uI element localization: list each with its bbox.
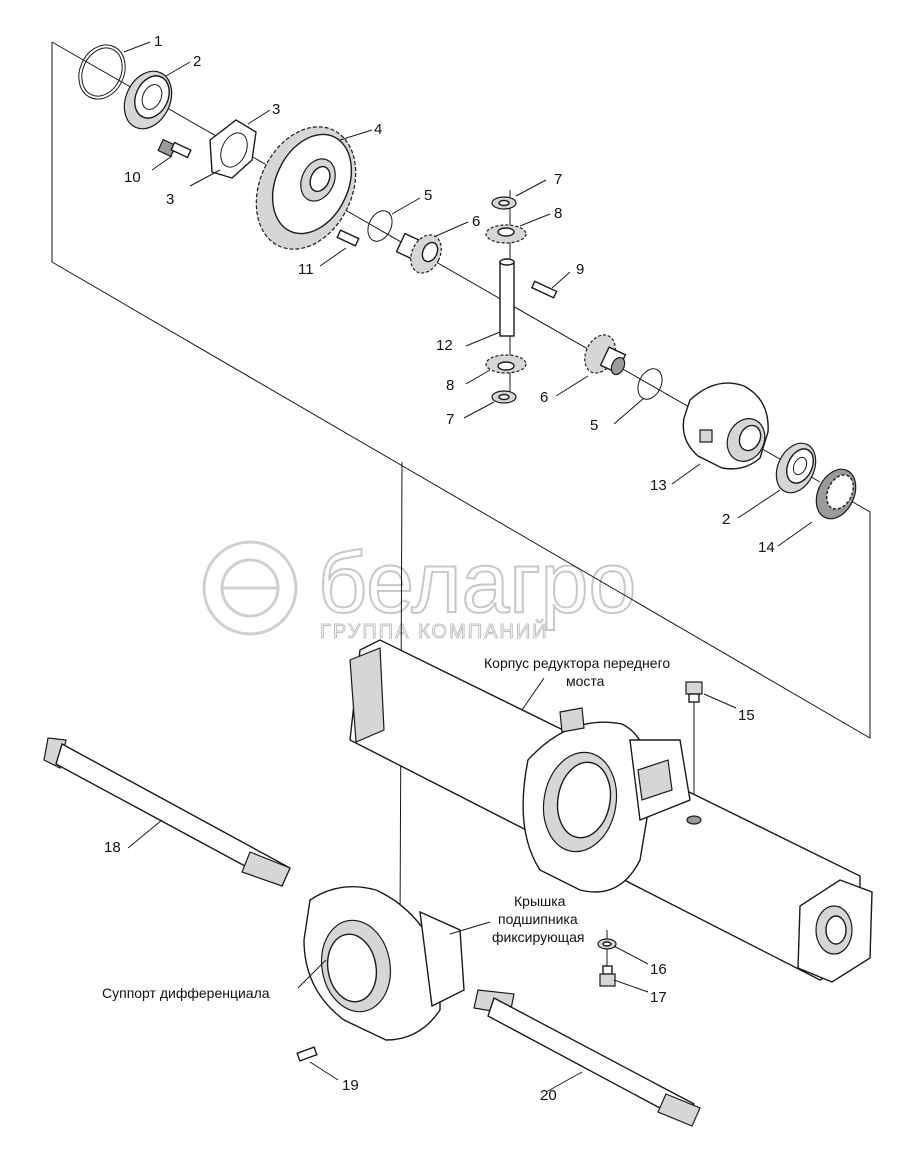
leader-lines: [123, 41, 813, 1093]
part-5-washer-bottom: [637, 368, 663, 400]
callout-6-right: 6: [540, 389, 548, 406]
callout-10: 10: [124, 169, 141, 186]
callout-7-top: 7: [554, 171, 562, 188]
caption-cap-line3: фиксирующая: [492, 929, 584, 945]
part-2-bearing-top: [123, 70, 173, 130]
part-19-pin: [296, 1046, 318, 1062]
callout-8-bottom: 8: [446, 377, 454, 394]
part-14-adjusting-nut: [815, 468, 857, 520]
watermark-brand: белагро: [318, 535, 636, 631]
callout-13: 13: [650, 477, 667, 494]
part-13-differential-case: [682, 382, 769, 470]
part-7-washer-top: [491, 196, 517, 210]
watermark-subtitle: ГРУППА КОМПАНИЙ: [320, 619, 549, 643]
part-6-side-gear-right: [584, 334, 627, 376]
part-11-pin: [336, 229, 360, 247]
part-7-washer-bottom: [491, 390, 517, 404]
callout-16: 16: [650, 961, 667, 978]
part-8-planet-gear-bottom: [485, 354, 527, 374]
caption-housing-line2: моста: [566, 673, 605, 689]
part-12-cross-shaft: [499, 258, 515, 337]
caption-housing-line1: Корпус редуктора переднего: [484, 655, 670, 671]
callout-numbers: 1 2 3 3 4 5 6 7 8 9 10 11 12 8 7 6 5 13 …: [104, 33, 775, 1104]
differential-support: [303, 885, 465, 1041]
part-18-half-shaft-left: [43, 737, 291, 887]
part-9-pin: [530, 280, 558, 299]
part-20-half-shaft-right: [473, 989, 701, 1127]
watermark-logo-outer: [202, 540, 298, 636]
callout-2-top: 2: [193, 53, 201, 70]
axle-housing: [349, 639, 873, 983]
part-3-lock-plate: [209, 119, 257, 179]
callout-18: 18: [104, 839, 121, 856]
callout-1: 1: [154, 33, 162, 50]
axis-frame-line: [51, 42, 871, 739]
part-10-bolt: [157, 138, 192, 159]
callout-5-top: 5: [424, 187, 432, 204]
callout-8-top: 8: [554, 205, 562, 222]
callout-20: 20: [540, 1087, 557, 1104]
caption-cap-line2: подшипника: [498, 911, 578, 927]
callout-17: 17: [650, 989, 667, 1006]
part-16-washer: [597, 938, 617, 950]
callout-9: 9: [576, 261, 584, 278]
caption-cap-line1: Крышка: [514, 893, 566, 909]
callout-6-left: 6: [472, 213, 480, 230]
part-17-plug-bottom: [599, 965, 616, 987]
watermark: белагро ГРУППА КОМПАНИЙ: [202, 534, 637, 644]
caption-support: Суппорт дифференциала: [102, 985, 270, 1001]
part-5-washer-top: [367, 210, 393, 242]
callout-12: 12: [436, 337, 453, 354]
callout-11: 11: [298, 261, 314, 278]
part-2-bearing-bottom: [775, 442, 817, 494]
callout-4: 4: [374, 121, 382, 138]
captions: Корпус редуктора переднего моста Крышка …: [102, 655, 670, 1001]
callout-19: 19: [342, 1077, 359, 1094]
part-8-planet-gear-top: [485, 224, 527, 244]
callout-14: 14: [758, 539, 775, 556]
callout-5-bottom: 5: [590, 417, 598, 434]
part-1-o-ring: [78, 44, 126, 100]
callout-15: 15: [738, 707, 755, 724]
callout-3-bottom: 3: [166, 191, 174, 208]
callout-2-bottom: 2: [722, 511, 730, 528]
callout-7-bottom: 7: [446, 411, 454, 428]
part-15-plug: [685, 681, 703, 825]
callout-3-top: 3: [272, 101, 280, 118]
part-4-ring-gear: [255, 126, 357, 250]
part-6-side-gear-left: [395, 232, 442, 274]
